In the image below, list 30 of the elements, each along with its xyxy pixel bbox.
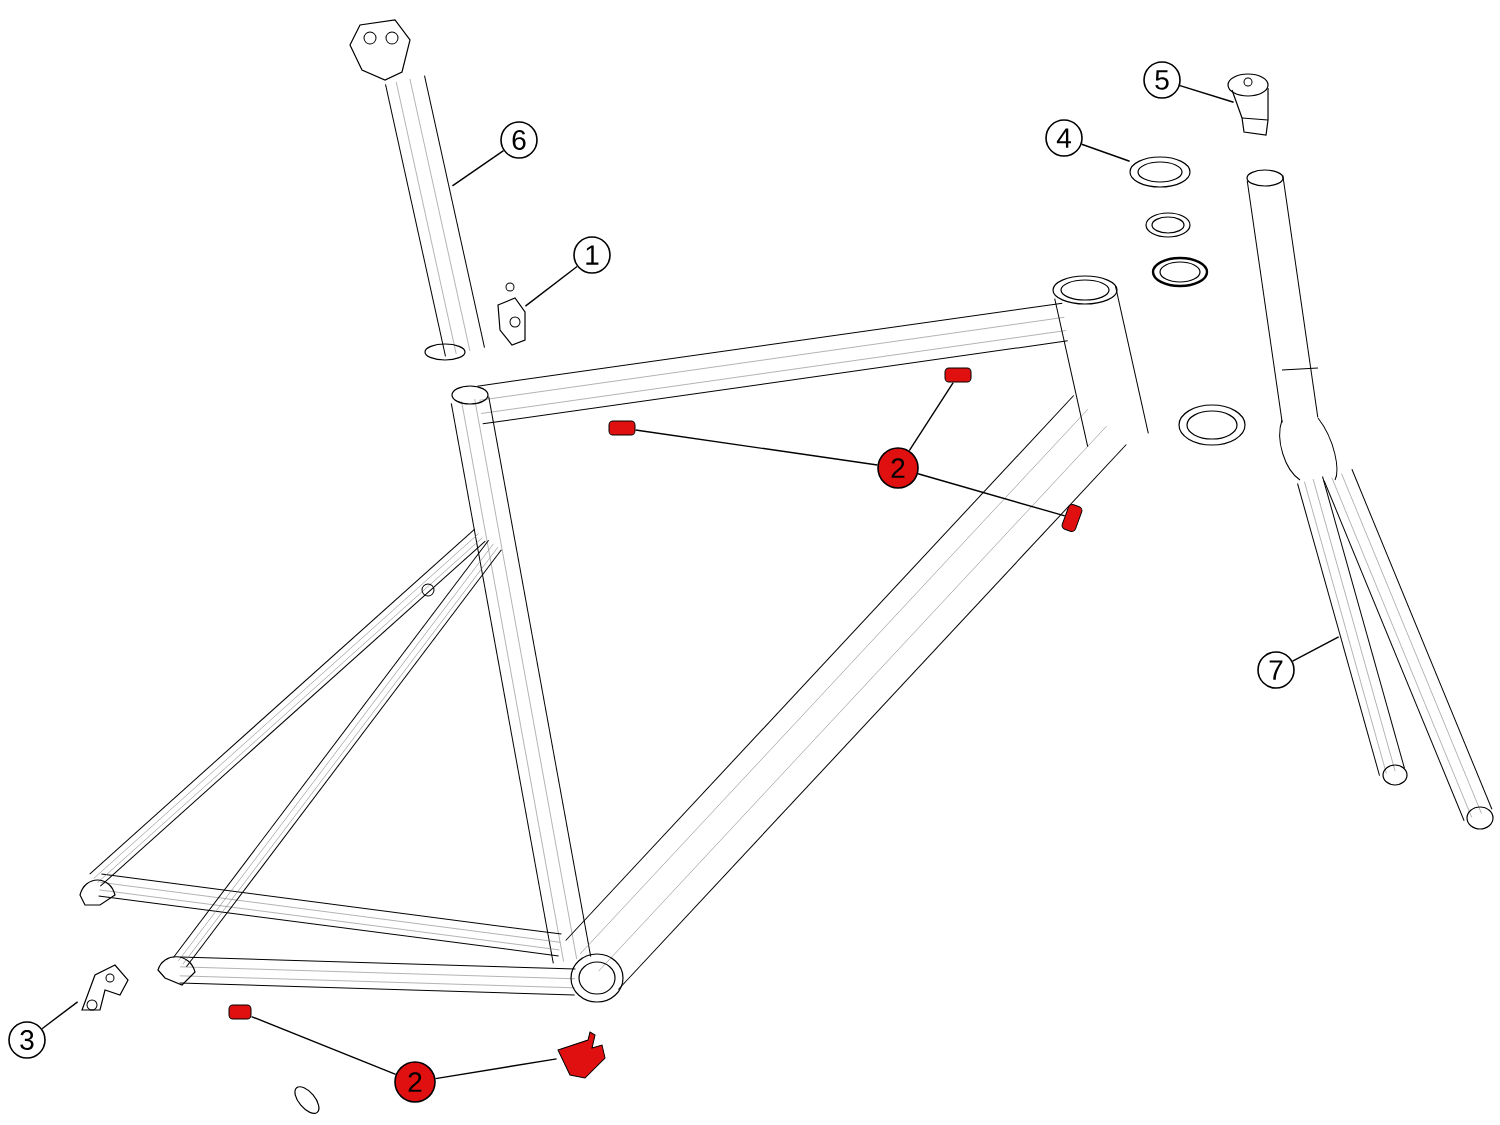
leader-line [634,429,879,466]
callout-number: 3 [8,1021,46,1059]
callout-number: 2 [394,1061,436,1103]
leader-line [908,381,954,452]
rubber-plug [608,420,636,436]
top-cap-drawing [1227,73,1269,136]
leader-line [250,1015,397,1075]
rubber-plug [228,1004,252,1020]
callout-number: 5 [1143,61,1181,99]
leader-line [451,150,505,187]
leader-line [1081,143,1131,162]
cable-guide-drawing [557,1031,606,1079]
leader-line [41,1001,79,1030]
leader-line [1179,84,1235,103]
leader-line [917,473,1066,517]
callout-number: 6 [500,121,538,159]
rubber-plug [944,367,972,383]
leader-line [1291,636,1340,662]
seatpost-drawing [349,19,485,361]
rubber-plug [1061,504,1083,532]
leader-line [434,1058,558,1080]
spacer-ring-drawing [1129,156,1191,188]
callout-number: 2 [877,447,919,489]
fork-leg-drawing [1297,476,1408,786]
seat-clamp-drawing [497,282,526,346]
callout-number: 7 [1257,651,1295,689]
leader-line [524,265,578,307]
derailleur-hanger-drawing [81,964,129,1011]
callout-number: 4 [1045,119,1083,157]
callout-number: 1 [573,236,611,274]
